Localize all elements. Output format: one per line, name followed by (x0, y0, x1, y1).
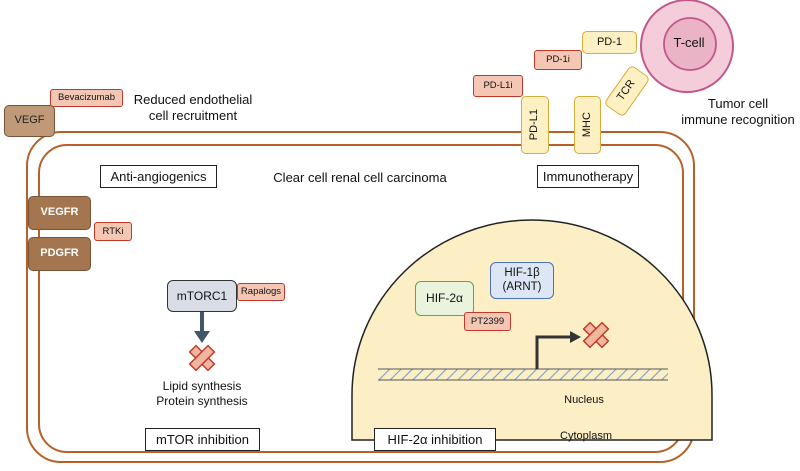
vegf-ligand: VEGF (4, 105, 55, 137)
cell-membrane-outer (26, 131, 695, 463)
nucleus-shape (351, 219, 713, 441)
immune-recognition-note: Tumor cell immune recognition (681, 96, 795, 128)
endothelial-note: Reduced endothelial cell recruitment (133, 92, 253, 124)
dna-strand (378, 369, 668, 380)
hif2a-protein: HIF-2α (415, 281, 474, 316)
cell-title: Clear cell renal cell carcinoma (273, 170, 447, 185)
cytoplasm-label: Cytoplasm (560, 430, 612, 442)
rtki-label: RTKi (94, 222, 132, 241)
transcription-arrow-icon (535, 335, 572, 369)
mtor-outcome: Lipid synthesis Protein synthesis (156, 379, 248, 408)
blocked-x-icon-mtor (188, 344, 216, 372)
nucleus-label: Nucleus (564, 394, 604, 406)
immunotherapy-label: Immunotherapy (537, 165, 639, 188)
mhc-protein: MHC (574, 96, 601, 154)
pt2399-label: PT2399 (464, 312, 511, 331)
hif1b-protein: HIF-1β (ARNT) (490, 262, 554, 299)
pdl1-protein: PD-L1 (521, 96, 549, 154)
hif-inhibition-label: HIF-2α inhibition (374, 428, 496, 451)
mtor-inhibition-label: mTOR inhibition (145, 428, 260, 451)
tcell-inner (663, 17, 717, 71)
anti-angiogenics-label: Anti-angiogenics (100, 165, 217, 188)
pd1i-label: PD-1i (534, 50, 582, 70)
pdgfr-receptor: PDGFR (28, 237, 91, 271)
rapalogs-label: Rapalogs (237, 283, 285, 301)
pdl1i-label: PD-L1i (473, 75, 523, 97)
mtorc1-complex: mTORC1 (167, 280, 237, 312)
blocked-x-icon-hif (582, 321, 610, 349)
bevacizumab-label: Bevacizumab (50, 89, 123, 107)
vegfr-receptor: VEGFR (28, 196, 91, 230)
tcell-label: T-cell (673, 35, 705, 50)
pd1-receptor: PD-1 (582, 31, 637, 54)
